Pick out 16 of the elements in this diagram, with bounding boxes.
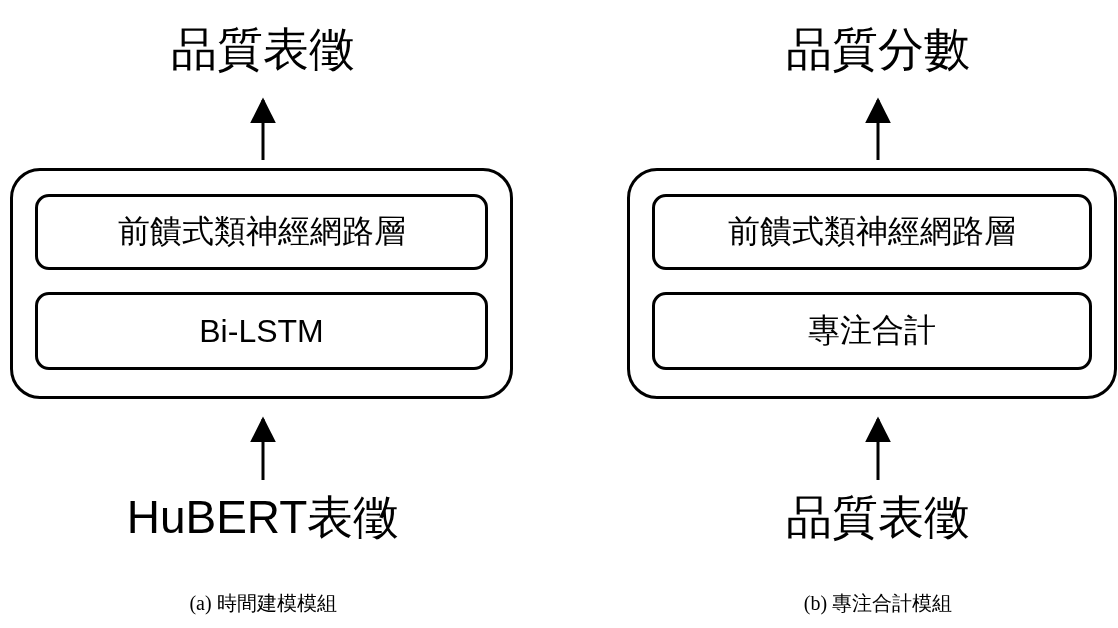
arrow — [250, 97, 276, 160]
representation-text: 品質分數 — [778, 20, 978, 80]
layer-box: 前饋式類神經網路層 — [652, 194, 1092, 270]
caption: (a) 時間建模模組 — [189, 591, 337, 617]
caption: (b) 專注合計模組 — [803, 591, 953, 617]
arrow — [865, 97, 891, 160]
representation-text: 品質表徵 — [778, 488, 978, 548]
representation-text: 品質表徵 — [163, 20, 363, 80]
layer-box: 前饋式類神經網路層 — [35, 194, 488, 270]
layer-box: 專注合計 — [652, 292, 1092, 370]
arrow — [250, 416, 276, 480]
module-box — [627, 168, 1117, 399]
layer-box: Bi-LSTM — [35, 292, 488, 370]
arrow — [865, 416, 891, 480]
module-box — [10, 168, 513, 399]
representation-text: HuBERT表徵 — [113, 488, 413, 548]
